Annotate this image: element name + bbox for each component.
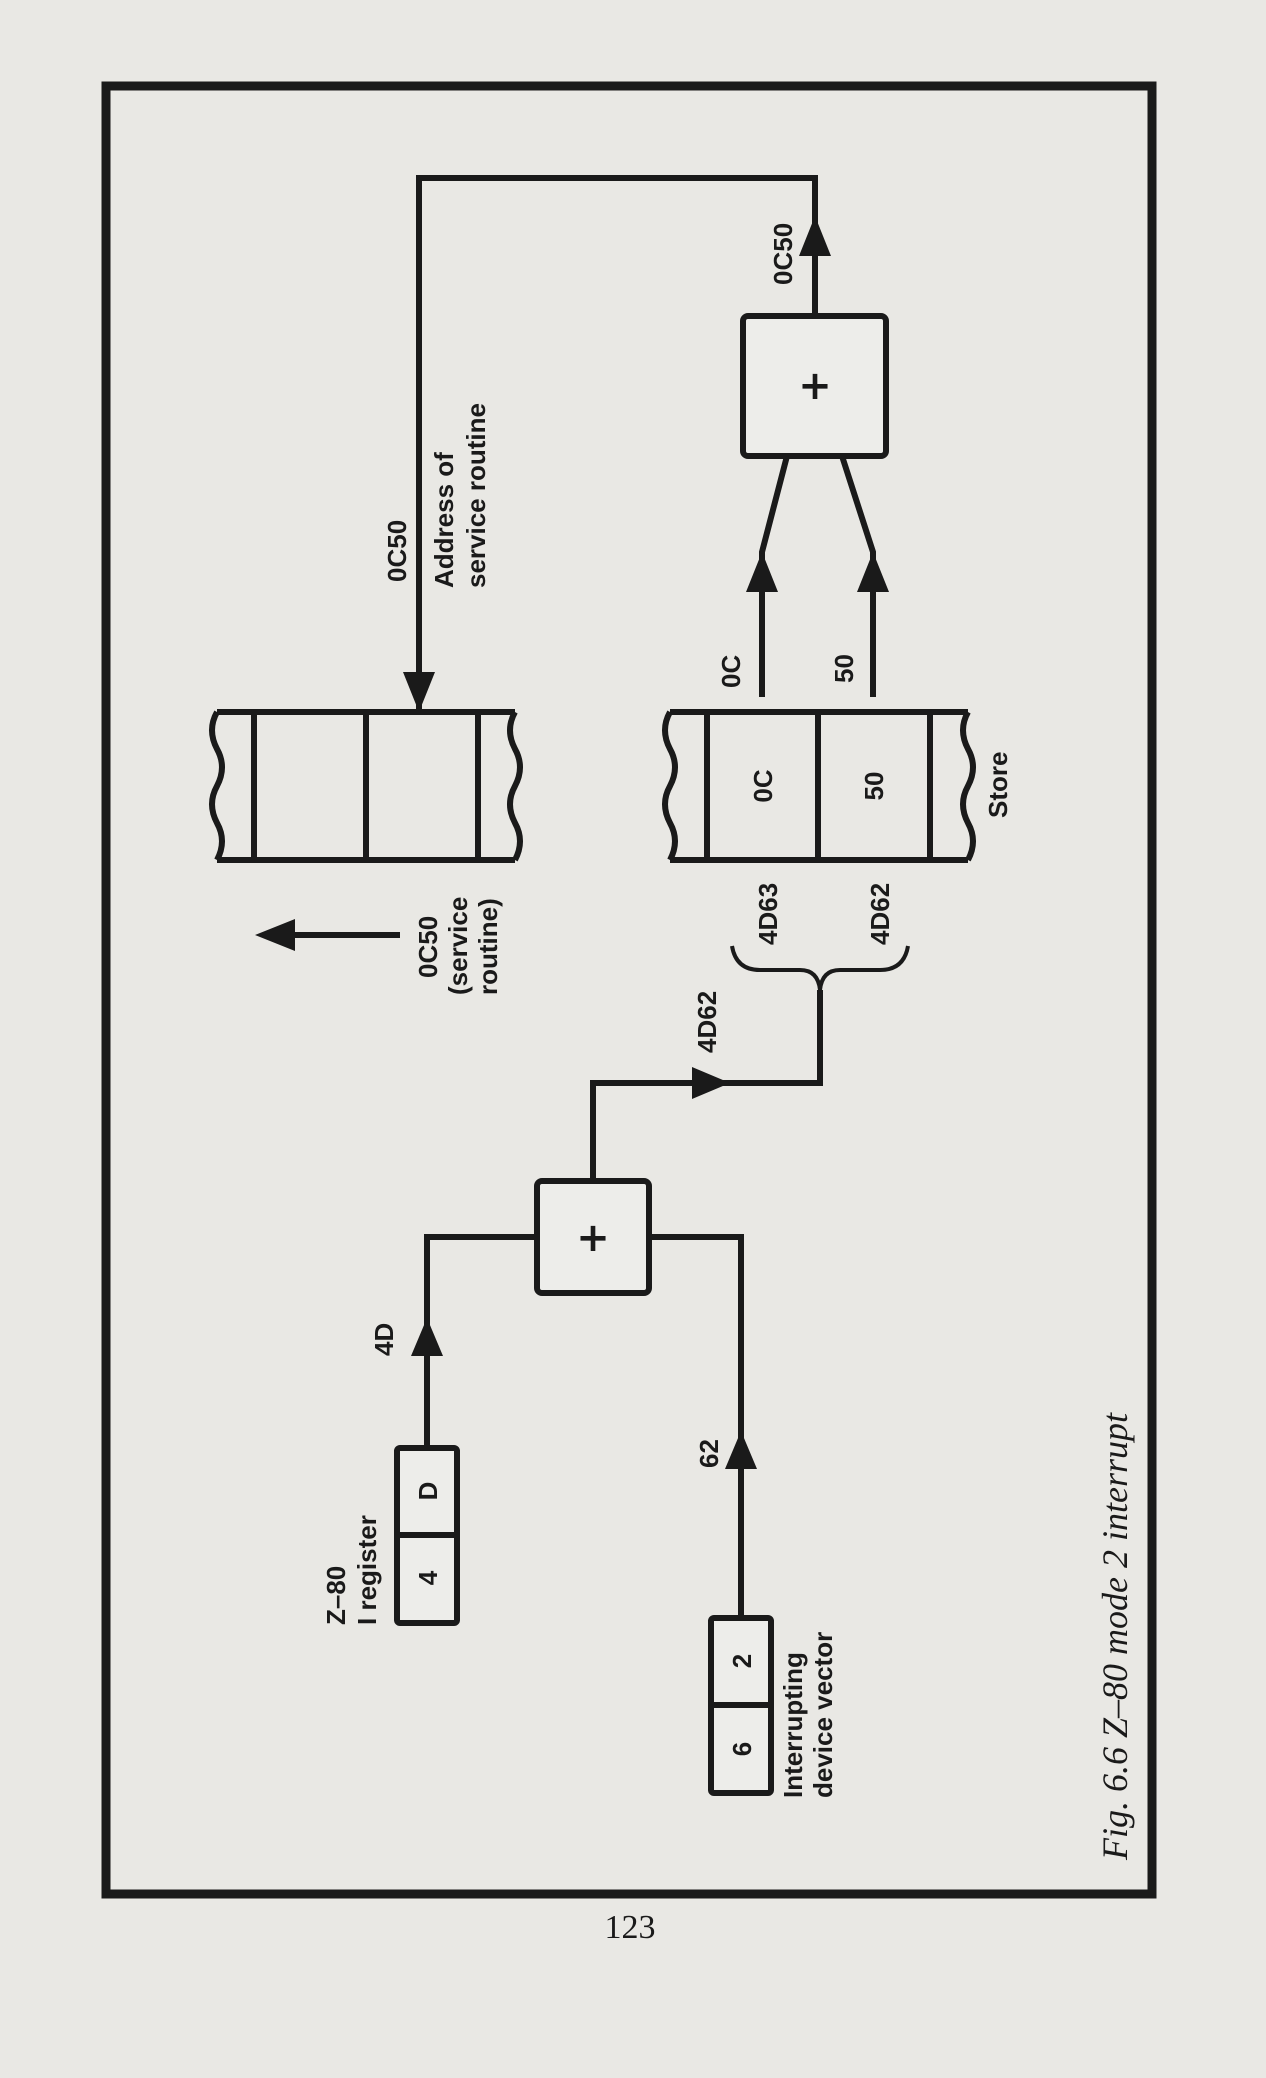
figure-caption: Fig. 6.6 Z–80 mode 2 interrupt [1095, 1412, 1135, 1861]
device-vector: 6 2 [708, 1615, 774, 1796]
wire-label-0c50-out: 0C50 [768, 223, 798, 285]
store-cell-0c: 0C [748, 769, 778, 802]
store-label: Store [983, 752, 1013, 818]
store-address-high: 4D63 [753, 883, 783, 945]
arrow-0c [746, 552, 778, 592]
arrow-4d62 [692, 1067, 730, 1099]
arrow-i-register [411, 1318, 443, 1356]
service-pointer-label-3: routine) [473, 898, 503, 995]
arrow-vector [725, 1431, 757, 1469]
address-brace [730, 945, 910, 991]
service-pointer-label-2: (service [443, 897, 473, 995]
wire-label-50: 50 [829, 654, 859, 683]
arrow-50 [857, 552, 889, 592]
device-vector-label-2: device vector [808, 1632, 838, 1798]
wire-label-0c: 0C [716, 655, 746, 688]
i-register-label-1: Z–80 [321, 1566, 351, 1625]
i-register-cell-high: 4 [413, 1570, 443, 1585]
page-number: 123 [605, 1909, 656, 1946]
service-memory [209, 709, 523, 863]
wire-label-4d: 4D [369, 1323, 399, 1356]
wire-label-62: 62 [694, 1439, 724, 1468]
service-pointer-label-1: 0C50 [413, 916, 443, 978]
wire-label-4d62: 4D62 [692, 991, 722, 1053]
wire-vector-to-adder [649, 1234, 744, 1618]
device-vector-cell-low: 2 [727, 1654, 757, 1668]
store-address-low: 4D62 [865, 883, 895, 945]
adder-1-symbol: + [576, 1215, 610, 1261]
adder-2-symbol: + [798, 363, 832, 409]
i-register-cell-low: D [413, 1482, 443, 1501]
device-vector-label-1: Interrupting [778, 1652, 808, 1798]
wire-label-0c50-service: 0C50 [382, 520, 412, 582]
service-address-label-1: Address of [429, 452, 459, 588]
device-vector-cell-high: 6 [727, 1742, 757, 1756]
i-register: 4 D [394, 1445, 460, 1626]
arrow-0c50-out [799, 216, 831, 256]
service-address-label-2: service routine [461, 403, 491, 588]
service-routine-pointer-arrowhead [255, 919, 295, 951]
store-memory: 0C 50 [662, 709, 976, 863]
i-register-label-2: I register [352, 1515, 382, 1625]
wire-i-register-to-adder [424, 1234, 537, 1448]
arrow-into-service-memory [403, 672, 435, 712]
figure-frame [101, 81, 1157, 1899]
store-cell-50: 50 [859, 772, 889, 801]
